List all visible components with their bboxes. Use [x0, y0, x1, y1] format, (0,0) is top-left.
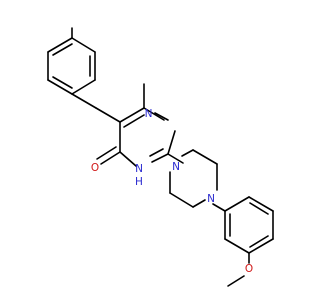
bond	[224, 196, 250, 212]
bond	[212, 203, 226, 212]
bonds	[47, 27, 274, 287]
bond	[100, 151, 121, 165]
bond	[154, 112, 169, 121]
bond	[181, 149, 194, 157]
bond	[52, 76, 73, 89]
bond	[119, 107, 145, 123]
bond	[123, 114, 145, 128]
bond	[192, 149, 218, 165]
bond	[96, 146, 117, 160]
atom-o-carbonyl: O	[91, 162, 99, 174]
atom-o-methoxy: O	[245, 263, 253, 275]
bond	[249, 202, 269, 215]
bond	[47, 37, 73, 53]
bond	[149, 148, 164, 157]
bond	[71, 37, 96, 53]
bond	[47, 79, 73, 95]
bond	[143, 107, 165, 121]
bond	[167, 153, 184, 164]
molecule-structure: N H N O N N O	[47, 27, 274, 287]
atom-nh-hydrogen: H	[135, 176, 143, 188]
molecule-canvas: N H N O N N O	[47, 27, 274, 287]
bond	[227, 275, 245, 287]
bond	[167, 130, 176, 155]
bond	[71, 93, 97, 109]
bond	[151, 153, 169, 163]
atom-n-piperazine-right: N	[207, 193, 215, 205]
bond	[52, 43, 73, 56]
atom-n-pyrimidine-top: N	[145, 108, 153, 120]
atom-n-pyrimidine-nh: N	[135, 163, 143, 175]
bond	[248, 238, 274, 254]
bond	[71, 79, 96, 95]
bond	[169, 192, 194, 208]
atom-n-piperazine-left: N	[172, 161, 180, 173]
bond	[248, 196, 274, 212]
bond	[95, 107, 121, 123]
bond	[249, 235, 269, 248]
bond	[224, 238, 250, 254]
bond	[192, 199, 206, 208]
atom-labels: N H N O N N O	[91, 108, 253, 275]
bond	[119, 151, 137, 167]
